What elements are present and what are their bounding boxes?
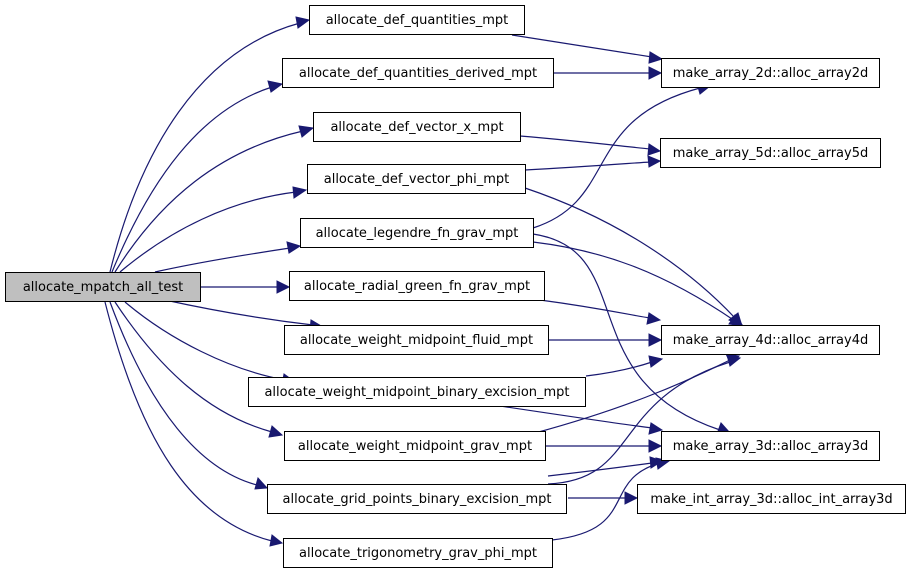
- node-allocate-grid-points-binary-excision-mpt[interactable]: allocate_grid_points_binary_excision_mpt: [267, 484, 567, 514]
- node-allocate-legendre-fn-grav-mpt[interactable]: allocate_legendre_fn_grav_mpt: [300, 218, 534, 248]
- arrowhead: [648, 422, 664, 435]
- node-make-array-5d-alloc-array5d[interactable]: make_array_5d::alloc_array5d: [660, 138, 881, 168]
- edge-def-vector-x-to-array5d: [519, 135, 651, 150]
- node-allocate-def-quantities-derived-mpt[interactable]: allocate_def_quantities_derived_mpt: [282, 58, 554, 88]
- edge-grid-points-to-array4d: [547, 361, 731, 485]
- edge-def-quantities-to-array2d: [511, 34, 653, 58]
- edge-legendre-to-array3d: [532, 233, 721, 431]
- arrowhead: [276, 280, 291, 294]
- node-allocate-weight-midpoint-binary-excision-mpt[interactable]: allocate_weight_midpoint_binary_excision…: [248, 377, 586, 407]
- arrowhead: [648, 66, 663, 80]
- node-make-array-3d-alloc-array3d[interactable]: make_array_3d::alloc_array3d: [661, 431, 880, 461]
- arrowhead: [647, 155, 662, 168]
- arrowhead: [295, 16, 311, 29]
- edge-trigonometry-to-array3d: [551, 462, 661, 541]
- arrowhead: [647, 143, 662, 156]
- arrowhead: [648, 439, 663, 453]
- arrowhead: [648, 333, 663, 347]
- edge-root-to-trigonometry: [104, 301, 273, 542]
- arrowhead: [726, 354, 742, 367]
- edge-root-to-def-quantities-derived: [111, 86, 273, 273]
- arrowhead: [624, 491, 639, 505]
- edge-root-to-def-vector-phi: [119, 191, 297, 273]
- edge-weight-binary-excision-to-array4d: [585, 361, 653, 377]
- arrowhead: [254, 476, 269, 490]
- node-allocate-trigonometry-grav-phi-mpt[interactable]: allocate_trigonometry_grav_phi_mpt: [283, 538, 553, 568]
- edge-root-to-def-quantities: [109, 22, 301, 273]
- arrowhead: [648, 355, 664, 368]
- arrowhead: [646, 312, 662, 325]
- edge-radial-green-to-array4d: [539, 299, 651, 319]
- edge-root-to-weight-grav: [114, 301, 273, 433]
- arrowhead: [269, 534, 284, 547]
- node-allocate-radial-green-fn-grav-mpt[interactable]: allocate_radial_green_fn_grav_mpt: [289, 271, 545, 301]
- node-allocate-weight-midpoint-grav-mpt[interactable]: allocate_weight_midpoint_grav_mpt: [284, 431, 546, 461]
- node-allocate-mpatch-all-test[interactable]: allocate_mpatch_all_test: [5, 272, 201, 302]
- node-make-array-2d-alloc-array2d[interactable]: make_array_2d::alloc_array2d: [661, 58, 880, 88]
- edge-root-to-grid-points: [109, 301, 258, 486]
- node-allocate-def-vector-x-mpt[interactable]: allocate_def_vector_x_mpt: [313, 112, 521, 142]
- edge-root-to-legendre: [154, 247, 291, 273]
- arrowhead: [298, 125, 315, 138]
- node-allocate-weight-midpoint-fluid-mpt[interactable]: allocate_weight_midpoint_fluid_mpt: [284, 325, 549, 355]
- edge-root-to-weight-fluid: [164, 299, 314, 326]
- arrowhead: [268, 425, 284, 438]
- arrowhead: [648, 51, 664, 64]
- arrowhead: [292, 186, 308, 199]
- arrowhead: [286, 241, 302, 254]
- edge-root-to-def-vector-x: [114, 130, 304, 273]
- edge-root-to-weight-binary-excision: [124, 301, 286, 381]
- node-make-array-4d-alloc-array4d[interactable]: make_array_4d::alloc_array4d: [661, 325, 880, 355]
- edge-def-vector-phi-to-array4d: [524, 187, 736, 319]
- edge-weight-binary-excision-to-array3d: [499, 405, 653, 429]
- edge-legendre-to-array4d: [532, 241, 736, 322]
- arrowhead: [267, 80, 284, 93]
- edge-grid-points-to-array3d: [547, 462, 653, 477]
- edge-def-vector-phi-to-array5d: [524, 161, 651, 171]
- node-make-int-array-3d-alloc-int-array3d[interactable]: make_int_array_3d::alloc_int_array3d: [637, 484, 906, 514]
- node-allocate-def-vector-phi-mpt[interactable]: allocate_def_vector_phi_mpt: [307, 164, 526, 194]
- node-allocate-def-quantities-mpt[interactable]: allocate_def_quantities_mpt: [309, 5, 525, 35]
- edge-legendre-to-array2d: [532, 87, 701, 229]
